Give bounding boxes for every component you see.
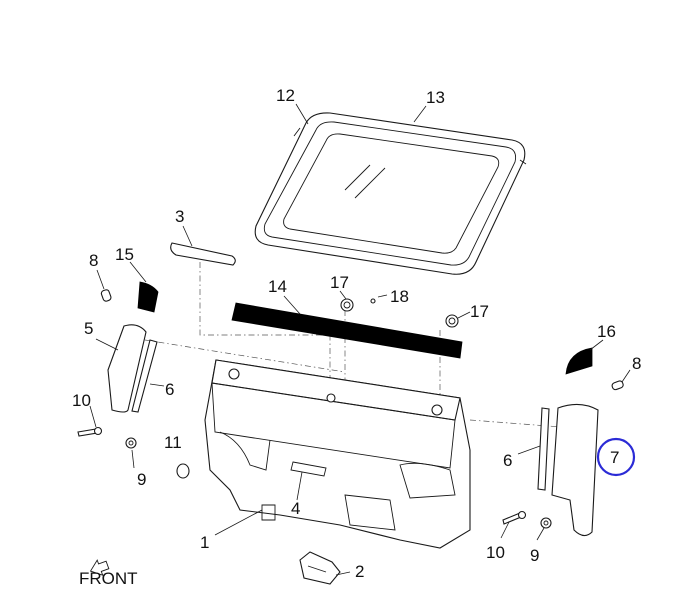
callout-6-right: 6 <box>503 451 512 470</box>
callout-5: 5 <box>84 319 93 338</box>
front-label: FRONT <box>79 569 138 588</box>
callout-10-left: 10 <box>72 391 91 410</box>
callout-11: 11 <box>164 433 182 452</box>
callout-2: 2 <box>355 562 364 581</box>
callout-12: 12 <box>276 86 295 105</box>
callout-18: 18 <box>390 287 409 306</box>
rear-panel <box>204 359 471 549</box>
callout-8-left: 8 <box>89 251 98 270</box>
pillar-trim-right <box>537 403 599 537</box>
callout-4: 4 <box>291 499 300 518</box>
callout-13: 13 <box>426 88 445 107</box>
callout-7: 7 <box>610 448 619 467</box>
trim-molding <box>170 242 236 266</box>
callout-17-top: 17 <box>330 273 349 292</box>
pillar-trim-left <box>107 324 158 413</box>
black-strip <box>231 302 463 359</box>
callout-3: 3 <box>175 207 184 226</box>
callout-1: 1 <box>200 533 209 552</box>
callout-17-right: 17 <box>470 302 489 321</box>
callout-16: 16 <box>597 322 616 341</box>
highlight-circle <box>596 437 636 477</box>
rear-window-glass <box>254 112 527 275</box>
corner-pad-right <box>565 347 593 375</box>
callout-9-left: 9 <box>137 470 146 489</box>
callout-8-right: 8 <box>632 354 641 373</box>
front-arrow-icon <box>89 559 110 576</box>
leader-lines <box>89 103 631 576</box>
callout-6-left: 6 <box>165 380 174 399</box>
callout-15: 15 <box>115 245 134 264</box>
bracket <box>299 551 341 585</box>
callout-10-right: 10 <box>486 543 505 562</box>
corner-pad-left <box>137 281 159 313</box>
callout-14: 14 <box>268 277 287 296</box>
callout-9-right: 9 <box>530 546 539 565</box>
callout-labels: 12 13 3 8 15 17 18 14 17 16 8 5 6 10 11 … <box>72 86 641 581</box>
fasteners <box>77 289 624 529</box>
